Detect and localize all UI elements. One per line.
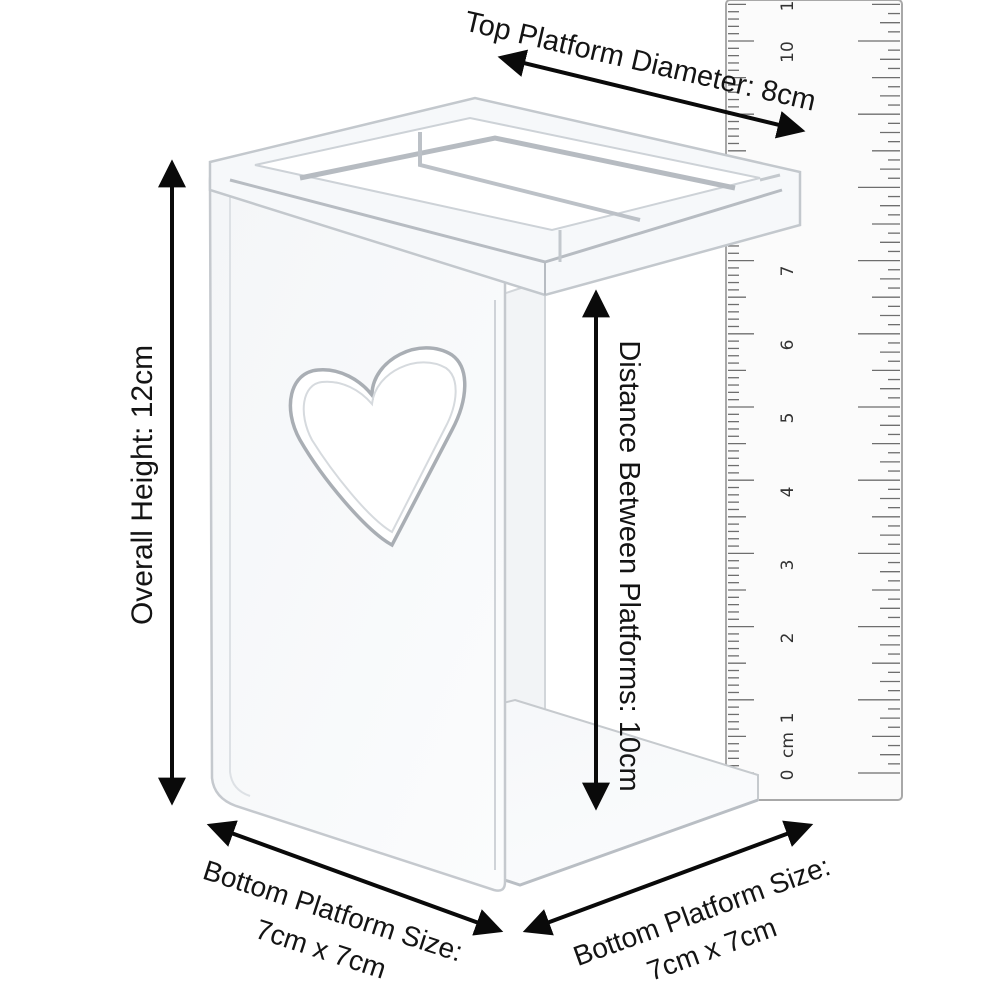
ruler-number-1: 1 — [778, 713, 798, 724]
ruler-number-0: 0 — [778, 770, 798, 781]
heart-cutout — [288, 346, 467, 548]
bottom-right-arrow — [522, 820, 814, 936]
ruler-unit-label: cm — [778, 732, 798, 758]
heart-cutout-inner — [302, 361, 457, 534]
ruler-number-5: 5 — [778, 413, 798, 424]
overall-height-label: Overall Height: 12cm — [126, 345, 159, 625]
ruler-number-6: 6 — [778, 340, 798, 351]
top-diameter-arrow — [497, 49, 806, 139]
ruler-number-4: 4 — [778, 487, 798, 498]
dimension-arrows — [158, 49, 814, 936]
top-slot-1 — [254, 116, 761, 232]
ruler-number-7: 7 — [778, 266, 798, 277]
holder-front-panel — [208, 164, 507, 892]
ruler-number-10: 10 — [778, 41, 798, 63]
bottom-left-arrow — [206, 820, 504, 936]
top-slot-divider-1 — [299, 135, 736, 191]
acrylic-holder — [208, 96, 802, 892]
top-slot-divider-3 — [558, 173, 781, 262]
distance-between-label: Distance Between Platforms: 10cm — [613, 340, 645, 791]
ruler-number-3: 3 — [778, 560, 798, 571]
top-slot-divider-2 — [418, 132, 641, 222]
ruler-ticks-right — [858, 3, 900, 774]
front-panel-inner-edge — [229, 190, 251, 797]
ruler-number-11: 1 — [778, 1, 798, 12]
ruler-number-2: 2 — [778, 633, 798, 644]
